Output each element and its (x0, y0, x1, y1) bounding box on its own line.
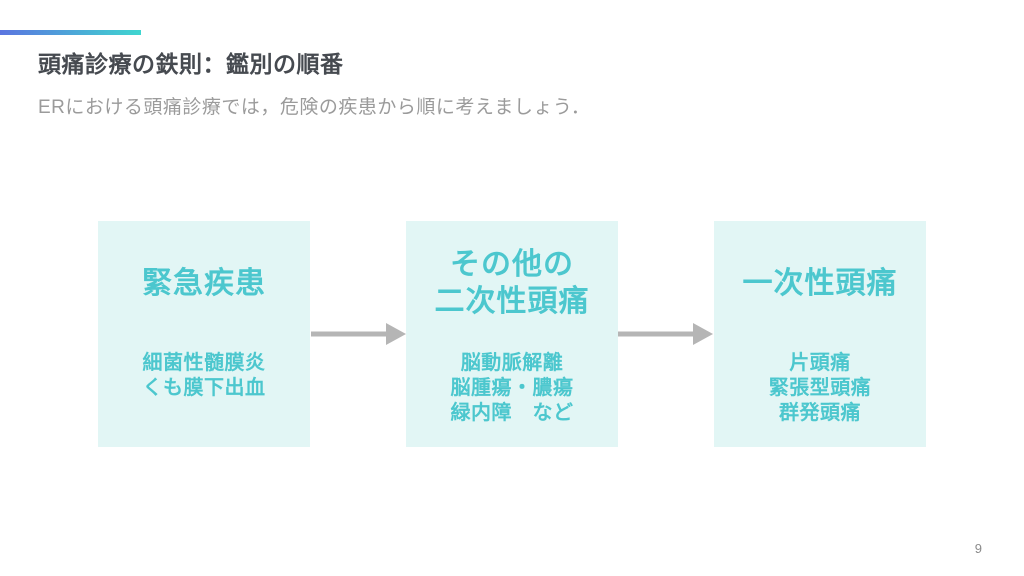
box-item: 緊張型頭痛 (768, 377, 872, 399)
accent-bar (0, 30, 141, 35)
box-heading: 緊急疾患 (98, 221, 310, 345)
box-heading: その他の 二次性頭痛 (406, 221, 618, 345)
box-item: 群発頭痛 (779, 402, 861, 424)
box-item: 脳動脈解離 (460, 352, 564, 374)
arrow-right-icon (311, 323, 406, 345)
page-title: 頭痛診療の鉄則：鑑別の順番 (38, 51, 344, 77)
box-item: 片頭痛 (789, 352, 851, 374)
box-heading-line: 緊急疾患 (142, 266, 266, 300)
box-primary-headache: 一次性頭痛 片頭痛 緊張型頭痛 群発頭痛 (714, 221, 926, 447)
box-item: 脳腫瘍・膿瘍 (450, 377, 574, 399)
page-subtitle: ERにおける頭痛診療では，危険の疾患から順に考えましょう． (38, 97, 591, 118)
box-item: くも膜下出血 (142, 377, 266, 399)
box-other-secondary-headache: その他の 二次性頭痛 脳動脈解離 脳腫瘍・膿瘍 緑内障 など (406, 221, 618, 447)
box-item-list: 脳動脈解離 脳腫瘍・膿瘍 緑内障 など (406, 351, 618, 426)
box-heading-line: その他の (450, 248, 574, 281)
box-emergency-diseases: 緊急疾患 細菌性髄膜炎 くも膜下出血 (98, 221, 310, 447)
box-heading-line: 一次性頭痛 (742, 266, 898, 300)
box-heading-line: 二次性頭痛 (434, 285, 590, 318)
page-number: 9 (974, 541, 982, 556)
box-item: 緑内障 など (450, 402, 574, 424)
box-item-list: 細菌性髄膜炎 くも膜下出血 (98, 351, 310, 401)
box-item-list: 片頭痛 緊張型頭痛 群発頭痛 (714, 351, 926, 426)
arrow-right-icon (618, 323, 713, 345)
box-heading: 一次性頭痛 (714, 221, 926, 345)
box-item: 細菌性髄膜炎 (142, 352, 266, 374)
